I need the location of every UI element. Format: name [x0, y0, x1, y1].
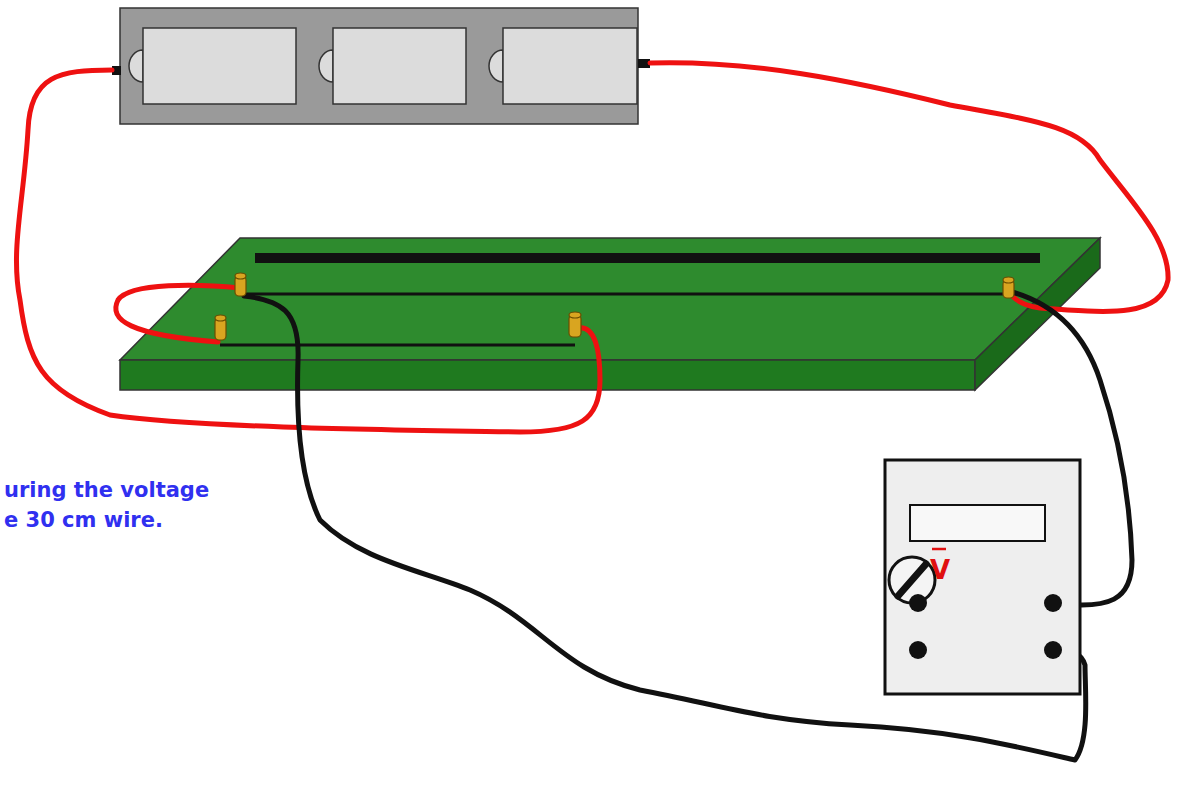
voltage-symbol: V: [930, 555, 950, 585]
board-front: [120, 360, 975, 390]
test-wire: [240, 293, 1010, 296]
battery-cells: [129, 28, 637, 104]
meter-sockets: [909, 594, 1062, 659]
caption-note: uring the voltage: [4, 478, 209, 502]
voltmeter-body: [885, 460, 1080, 694]
dial-pointer: [898, 564, 926, 596]
short-wire: [220, 344, 575, 347]
thick-wire: [255, 253, 1040, 263]
red-leads: [16, 63, 1168, 432]
battery-holder: [120, 8, 638, 124]
dc-bar: [932, 548, 946, 551]
terminal-posts: [215, 273, 1014, 340]
black-leads: [244, 292, 1132, 760]
voltmeter-display: [910, 505, 1045, 541]
caption-note: e 30 cm wire.: [4, 508, 163, 532]
range-dial: [889, 557, 935, 603]
